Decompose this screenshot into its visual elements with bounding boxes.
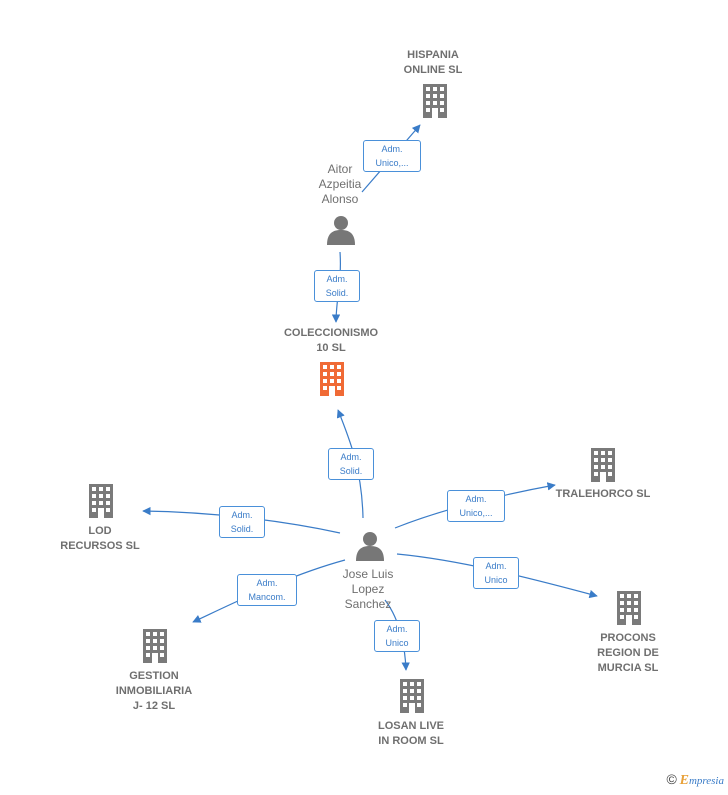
building-icon [423, 84, 447, 118]
brand-name: mpresia [688, 775, 724, 787]
building-icon [591, 448, 615, 482]
copyright-icon: © [666, 771, 677, 787]
node-label-losan[interactable]: LOSAN LIVE IN ROOM SL [377, 720, 444, 747]
person-icon [327, 216, 355, 245]
edge-label-aitor-coleccionismo: Adm. Solid. [314, 270, 360, 302]
node-label-jose[interactable]: Jose Luis Lopez Sanchez [342, 567, 394, 611]
building-icon [143, 629, 167, 663]
edge-label-jose-gestion: Adm. Mancom. [237, 574, 297, 606]
edge-label-aitor-hispania: Adm. Unico,... [363, 140, 421, 172]
edge-label-jose-coleccionismo: Adm. Solid. [328, 448, 374, 480]
edge-label-jose-lod: Adm. Solid. [219, 506, 265, 538]
node-label-gestion[interactable]: GESTION INMOBILIARIA J- 12 SL [115, 670, 193, 712]
node-label-lod[interactable]: LOD RECURSOS SL [60, 525, 140, 552]
building-icon [320, 362, 344, 396]
building-icon [400, 679, 424, 713]
person-icon [356, 532, 384, 561]
edge-label-jose-tralehorco: Adm. Unico,... [447, 490, 505, 522]
building-icon [617, 591, 641, 625]
node-label-aitor[interactable]: Aitor Azpeitia Alonso [318, 162, 362, 206]
node-label-hispania[interactable]: HISPANIA ONLINE SL [403, 49, 463, 76]
building-icon [89, 484, 113, 518]
edge-label-jose-procons: Adm. Unico [473, 557, 519, 589]
edge-label-jose-losan: Adm. Unico [374, 620, 420, 652]
empresia-logo[interactable]: © Empresia [667, 771, 724, 789]
brand-initial: E [679, 773, 689, 788]
node-label-procons[interactable]: PROCONS REGION DE MURCIA SL [597, 632, 659, 674]
node-label-tralehorco[interactable]: TRALEHORCO SL [555, 488, 651, 500]
node-label-coleccionismo[interactable]: COLECCIONISMO 10 SL [283, 327, 379, 354]
